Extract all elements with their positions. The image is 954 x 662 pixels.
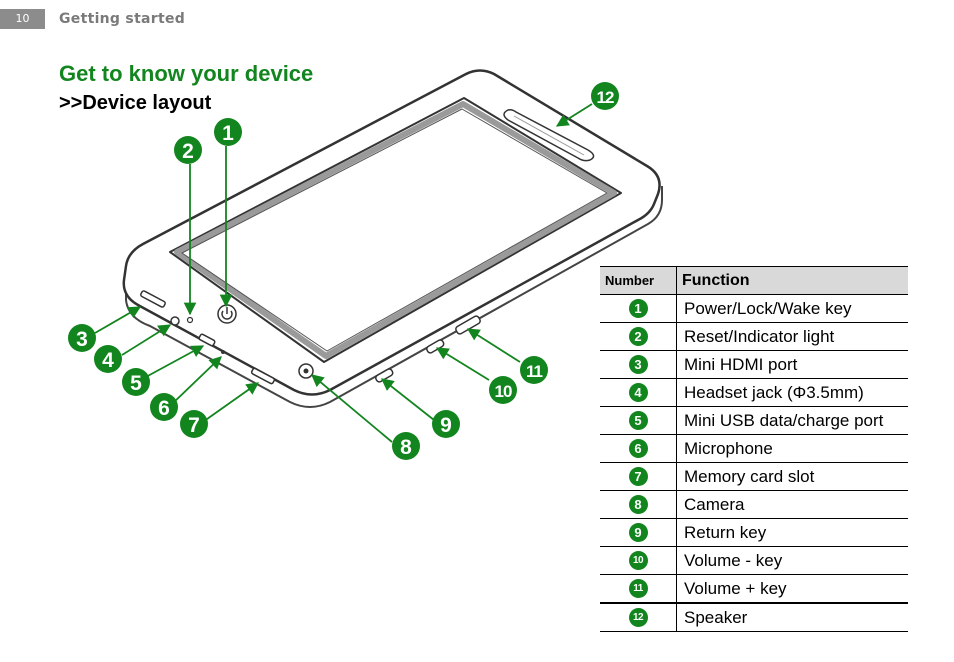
callout-6: 6 bbox=[150, 393, 178, 421]
hdmi-port bbox=[140, 290, 166, 308]
column-header-number: Number bbox=[600, 266, 677, 295]
callout-6-number: 6 bbox=[158, 397, 170, 420]
table-header-row: Number Function bbox=[600, 266, 908, 295]
callout-7-number: 7 bbox=[188, 414, 200, 437]
row-number-badge: 3 bbox=[628, 355, 648, 374]
callout-11-number: 11 bbox=[526, 362, 543, 381]
row-number-badge: 11 bbox=[628, 579, 648, 598]
table-row: 12 Speaker bbox=[600, 602, 908, 632]
table-row: 9 Return key bbox=[600, 518, 908, 547]
callout-3-number: 3 bbox=[76, 328, 88, 351]
table-row: 3 Mini HDMI port bbox=[600, 350, 908, 379]
row-number-badge: 5 bbox=[628, 411, 648, 430]
callout-8: 8 bbox=[392, 432, 420, 460]
page-heading: Get to know your device bbox=[59, 61, 314, 86]
table-row: 7 Memory card slot bbox=[600, 462, 908, 491]
row-function: Return key bbox=[676, 518, 908, 547]
callout-1: 1 bbox=[214, 118, 242, 146]
row-function: Power/Lock/Wake key bbox=[676, 294, 908, 323]
tablet-illustration bbox=[122, 69, 663, 408]
row-number-badge: 1 bbox=[628, 299, 648, 318]
table-row: 6 Microphone bbox=[600, 434, 908, 463]
table-row: 10 Volume - key bbox=[600, 546, 908, 575]
row-number-badge: 12 bbox=[628, 608, 648, 627]
callout-1-number: 1 bbox=[222, 122, 234, 145]
callout-3: 3 bbox=[68, 324, 96, 352]
row-number-badge: 8 bbox=[628, 495, 648, 514]
callout-12-number: 12 bbox=[597, 88, 614, 107]
table-row: 5 Mini USB data/charge port bbox=[600, 406, 908, 435]
callout-12: 12 bbox=[591, 82, 619, 110]
callout-9: 9 bbox=[432, 410, 460, 438]
table-row: 4 Headset jack (Φ3.5mm) bbox=[600, 378, 908, 407]
headset-jack bbox=[170, 316, 180, 326]
row-function: Microphone bbox=[676, 434, 908, 463]
section-title: Getting started bbox=[59, 11, 186, 27]
table-row: 8 Camera bbox=[600, 490, 908, 519]
page-number-tab: 10 bbox=[0, 9, 45, 29]
row-number-badge: 10 bbox=[628, 551, 648, 570]
leader-lines bbox=[94, 103, 593, 443]
table-row: 1 Power/Lock/Wake key bbox=[600, 294, 908, 323]
table-row: 2 Reset/Indicator light bbox=[600, 322, 908, 351]
callout-4: 4 bbox=[94, 345, 122, 373]
row-number-badge: 4 bbox=[628, 383, 648, 402]
row-function: Headset jack (Φ3.5mm) bbox=[676, 378, 908, 407]
callout-4-number: 4 bbox=[102, 349, 114, 372]
row-function: Volume - key bbox=[676, 546, 908, 575]
callout-9-number: 9 bbox=[440, 414, 452, 437]
callout-11: 11 bbox=[520, 356, 548, 384]
microphone-hole bbox=[221, 350, 225, 354]
row-function: Mini USB data/charge port bbox=[676, 406, 908, 435]
row-function: Reset/Indicator light bbox=[676, 322, 908, 351]
row-function: Volume + key bbox=[676, 574, 908, 604]
usb-port bbox=[198, 333, 216, 347]
row-function: Camera bbox=[676, 490, 908, 519]
callout-8-number: 8 bbox=[400, 436, 412, 459]
card-slot bbox=[250, 367, 276, 385]
row-function: Speaker bbox=[676, 602, 908, 632]
callout-2-number: 2 bbox=[182, 140, 194, 163]
callout-5-number: 5 bbox=[130, 372, 142, 395]
section-subheading: >>Device layout bbox=[59, 92, 212, 114]
row-number-badge: 9 bbox=[628, 523, 648, 542]
row-number-badge: 2 bbox=[628, 327, 648, 346]
table-row: 11 Volume + key bbox=[600, 574, 908, 604]
row-number-badge: 7 bbox=[628, 467, 648, 486]
column-header-function: Function bbox=[676, 266, 908, 295]
row-number-badge: 6 bbox=[628, 439, 648, 458]
row-function: Memory card slot bbox=[676, 462, 908, 491]
callout-10-number: 10 bbox=[495, 382, 512, 401]
row-function: Mini HDMI port bbox=[676, 350, 908, 379]
function-table: Number Function 1 Power/Lock/Wake key 2 … bbox=[600, 266, 908, 632]
callout-7: 7 bbox=[180, 410, 208, 438]
reset-hole bbox=[186, 316, 194, 324]
callout-10: 10 bbox=[489, 376, 517, 404]
callout-5: 5 bbox=[122, 368, 150, 396]
callout-2: 2 bbox=[174, 136, 202, 164]
